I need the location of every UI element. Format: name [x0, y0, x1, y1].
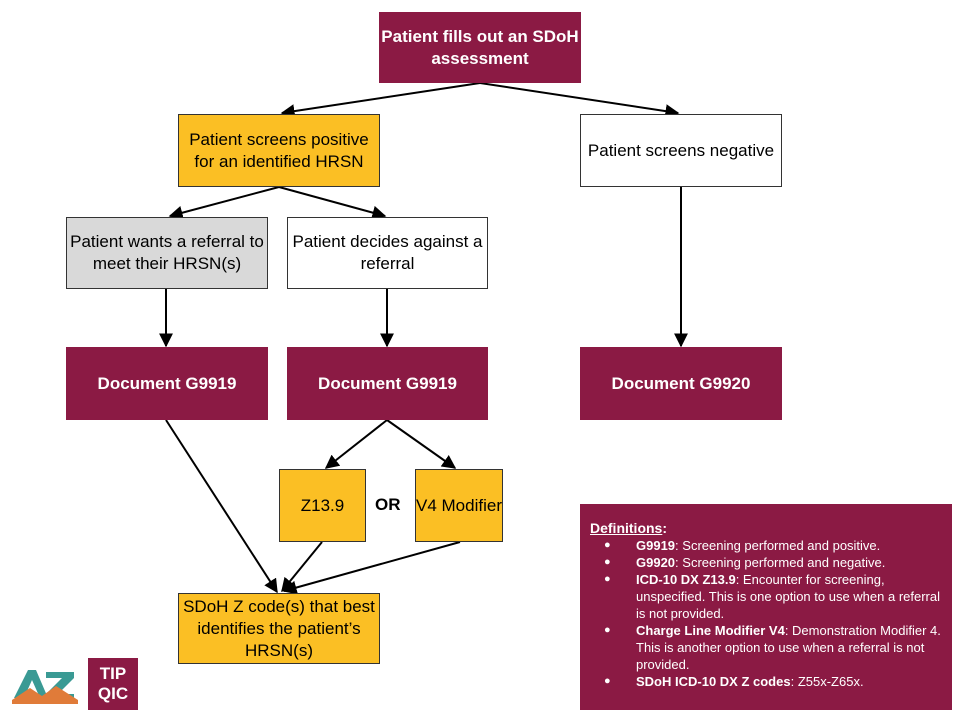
definition-item: G9920: Screening performed and negative.	[604, 554, 942, 571]
definition-item: ICD-10 DX Z13.9: Encounter for screening…	[604, 571, 942, 622]
node-document-g9919-no-referral: Document G9919	[287, 347, 488, 420]
arrow-doc-a-to-zcodes	[165, 419, 278, 594]
node-start: Patient fills out an SDoH assessment	[379, 12, 581, 83]
node-wants-referral: Patient wants a referral to meet their H…	[66, 217, 268, 289]
node-z139: Z13.9	[279, 469, 366, 542]
node-document-g9919-referral: Document G9919	[66, 347, 268, 420]
node-screens-negative: Patient screens negative	[580, 114, 782, 187]
arrow-start-to-negative	[479, 82, 680, 119]
arrow-start-to-positive	[280, 82, 481, 119]
tip-logo-line2: QIC	[97, 684, 129, 703]
az-logo	[12, 670, 78, 704]
definitions-list: G9919: Screening performed and positive.…	[590, 537, 942, 690]
node-against-referral: Patient decides against a referral	[287, 217, 488, 289]
arrow-z139-to-zcodes	[281, 541, 323, 593]
definition-item: SDoH ICD-10 DX Z codes: Z55x-Z65x.	[604, 673, 942, 690]
tip-logo-line1: TIP	[99, 664, 127, 683]
node-z-codes: SDoH Z code(s) that best identifies the …	[178, 593, 380, 664]
arrow-positive-to-against	[278, 186, 387, 220]
arrow-doc-to-z139	[324, 419, 388, 469]
definition-item: Charge Line Modifier V4: Demonstration M…	[604, 622, 942, 673]
tip-qic-logo: TIP QIC	[88, 658, 138, 710]
or-label: OR	[375, 495, 401, 514]
arrow-doc-to-v4	[386, 419, 457, 469]
node-document-g9920: Document G9920	[580, 347, 782, 420]
definitions-panel: Definitions: G9919: Screening performed …	[580, 504, 952, 710]
arrow-positive-to-wants	[168, 186, 280, 220]
arrow-v4-to-zcodes	[282, 541, 461, 595]
node-screens-positive: Patient screens positive for an identifi…	[178, 114, 380, 187]
definitions-title: Definitions:	[590, 520, 668, 536]
node-v4-modifier: V4 Modifier	[415, 469, 503, 542]
definition-item: G9919: Screening performed and positive.	[604, 537, 942, 554]
